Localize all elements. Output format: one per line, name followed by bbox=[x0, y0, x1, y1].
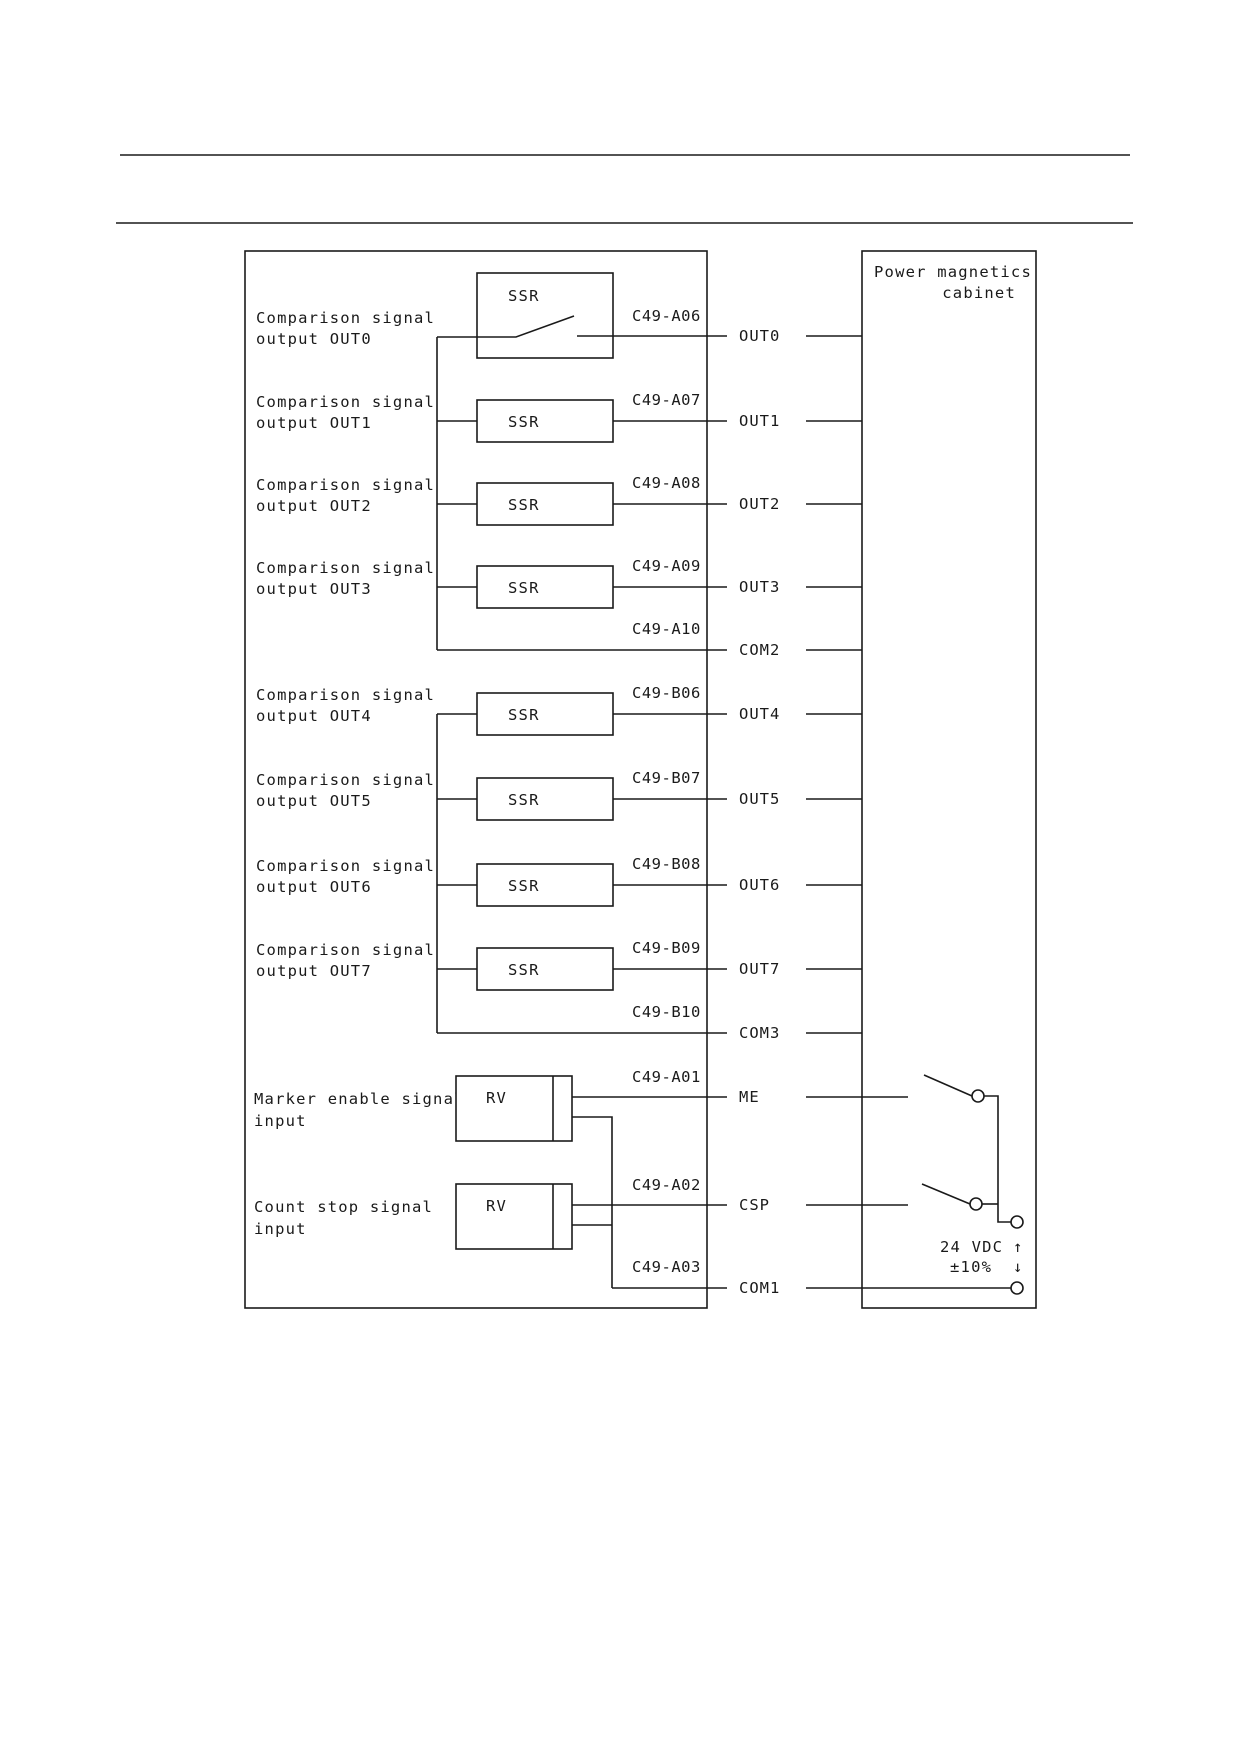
csp-switch-blade bbox=[921, 1183, 971, 1205]
out7-ssr-label: SSR bbox=[508, 961, 540, 979]
out5-ssr-label: SSR bbox=[508, 791, 540, 809]
com1-pin: C49-A03 bbox=[632, 1258, 701, 1276]
out1-label-line1: Comparison signal bbox=[256, 393, 435, 411]
out2-terminal: OUT2 bbox=[739, 495, 780, 513]
out4-label-line1: Comparison signal bbox=[256, 686, 435, 704]
supply-negative-terminal bbox=[1010, 1281, 1024, 1295]
out3-pin: C49-A09 bbox=[632, 557, 701, 575]
input-channel-csp: Count stop signal input RV C49-A02 CSP bbox=[254, 1176, 998, 1250]
common-com2: C49-A10 COM2 bbox=[437, 620, 862, 659]
out7-ssr-box bbox=[476, 947, 614, 991]
out6-label-line2: output OUT6 bbox=[256, 878, 372, 896]
out7-pin: C49-B09 bbox=[632, 939, 701, 957]
common-com3: C49-B10 COM3 bbox=[437, 1003, 862, 1042]
csp-label-line2: input bbox=[254, 1220, 307, 1238]
out0-label-line2: output OUT0 bbox=[256, 330, 372, 348]
csp-rv-label: RV bbox=[486, 1197, 507, 1215]
supply-positive-terminal bbox=[1010, 1215, 1024, 1229]
cabinet-title-line1: Power magnetics bbox=[874, 263, 1032, 281]
output-channel-out1: Comparison signal output OUT1 SSR C49-A0… bbox=[256, 391, 862, 443]
me-label-line1: Marker enable signal bbox=[254, 1090, 465, 1108]
out1-ssr-label: SSR bbox=[508, 413, 540, 431]
output-channel-out4: Comparison signal output OUT4 SSR C49-B0… bbox=[256, 684, 862, 736]
out2-ssr-box bbox=[476, 482, 614, 526]
out7-label-line2: output OUT7 bbox=[256, 962, 372, 980]
out3-ssr-box bbox=[476, 565, 614, 609]
out1-label-line2: output OUT1 bbox=[256, 414, 372, 432]
out6-label-line1: Comparison signal bbox=[256, 857, 435, 875]
output-channel-out3: Comparison signal output OUT3 SSR C49-A0… bbox=[256, 557, 862, 609]
out5-terminal: OUT5 bbox=[739, 790, 780, 808]
out2-pin: C49-A08 bbox=[632, 474, 701, 492]
out5-ssr-box bbox=[476, 777, 614, 821]
out5-pin: C49-B07 bbox=[632, 769, 701, 787]
supply-arrow-up-icon: ↑ bbox=[1013, 1238, 1024, 1256]
dc-power-supply: 24 VDC ±10% ↑ ↓ bbox=[940, 1215, 1024, 1295]
output-channel-out5: Comparison signal output OUT5 SSR C49-B0… bbox=[256, 769, 862, 821]
out3-ssr-label: SSR bbox=[508, 579, 540, 597]
input-common-return bbox=[572, 1116, 613, 1288]
out7-terminal: OUT7 bbox=[739, 960, 780, 978]
supply-voltage: 24 VDC bbox=[940, 1238, 1003, 1256]
csp-rv-box bbox=[455, 1183, 573, 1250]
out1-ssr-box bbox=[476, 399, 614, 443]
out0-label-line1: Comparison signal bbox=[256, 309, 435, 327]
me-terminal: ME bbox=[739, 1088, 760, 1106]
out5-label-line2: output OUT5 bbox=[256, 792, 372, 810]
output-channel-out2: Comparison signal output OUT2 SSR C49-A0… bbox=[256, 474, 862, 526]
out0-terminal: OUT0 bbox=[739, 327, 780, 345]
me-pin: C49-A01 bbox=[632, 1068, 701, 1086]
com2-terminal: COM2 bbox=[739, 641, 780, 659]
me-switch-contact bbox=[971, 1089, 985, 1103]
com1-terminal: COM1 bbox=[739, 1279, 780, 1297]
me-switch-feed bbox=[984, 1095, 1011, 1223]
out4-pin: C49-B06 bbox=[632, 684, 701, 702]
supply-tolerance: ±10% bbox=[950, 1258, 992, 1276]
me-rv-label: RV bbox=[486, 1089, 507, 1107]
out7-label-line1: Comparison signal bbox=[256, 941, 435, 959]
me-rv-box bbox=[455, 1075, 573, 1142]
out4-label-line2: output OUT4 bbox=[256, 707, 372, 725]
out6-terminal: OUT6 bbox=[739, 876, 780, 894]
out0-ssr-label: SSR bbox=[508, 287, 540, 305]
input-channel-me: Marker enable signal input RV C49-A01 ME bbox=[254, 1068, 1011, 1288]
out4-ssr-label: SSR bbox=[508, 706, 540, 724]
output-channel-out0: Comparison signal output OUT0 SSR C49-A0… bbox=[256, 272, 862, 650]
cnc-unit-box bbox=[244, 250, 708, 1309]
out1-terminal: OUT1 bbox=[739, 412, 780, 430]
out2-label-line2: output OUT2 bbox=[256, 497, 372, 515]
out6-ssr-label: SSR bbox=[508, 877, 540, 895]
power-magnetics-cabinet-box bbox=[861, 250, 1037, 1309]
csp-switch-contact bbox=[969, 1197, 983, 1211]
out3-label-line1: Comparison signal bbox=[256, 559, 435, 577]
out3-label-line2: output OUT3 bbox=[256, 580, 372, 598]
out3-terminal: OUT3 bbox=[739, 578, 780, 596]
me-switch-blade bbox=[923, 1074, 973, 1097]
com3-terminal: COM3 bbox=[739, 1024, 780, 1042]
csp-pin: C49-A02 bbox=[632, 1176, 701, 1194]
output-channel-out6: Comparison signal output OUT6 SSR C49-B0… bbox=[256, 855, 862, 907]
out2-ssr-label: SSR bbox=[508, 496, 540, 514]
csp-terminal: CSP bbox=[739, 1196, 770, 1214]
common-com1: C49-A03 COM1 bbox=[612, 1258, 1011, 1297]
out5-label-line1: Comparison signal bbox=[256, 771, 435, 789]
out6-pin: C49-B08 bbox=[632, 855, 701, 873]
output-channel-out7: Comparison signal output OUT7 SSR C49-B0… bbox=[256, 939, 862, 991]
cabinet-title-line2: cabinet bbox=[942, 284, 1016, 302]
me-label-line2: input bbox=[254, 1112, 307, 1130]
com2-pin: C49-A10 bbox=[632, 620, 701, 638]
out4-ssr-box bbox=[476, 692, 614, 736]
out4-terminal: OUT4 bbox=[739, 705, 780, 723]
supply-arrow-down-icon: ↓ bbox=[1013, 1258, 1024, 1276]
out0-pin: C49-A06 bbox=[632, 307, 701, 325]
com3-pin: C49-B10 bbox=[632, 1003, 701, 1021]
csp-label-line1: Count stop signal bbox=[254, 1198, 433, 1216]
out2-label-line1: Comparison signal bbox=[256, 476, 435, 494]
out0-ssr-box bbox=[476, 272, 614, 359]
out6-ssr-box bbox=[476, 863, 614, 907]
out0-ssr-contact bbox=[437, 315, 575, 338]
out1-pin: C49-A07 bbox=[632, 391, 701, 409]
